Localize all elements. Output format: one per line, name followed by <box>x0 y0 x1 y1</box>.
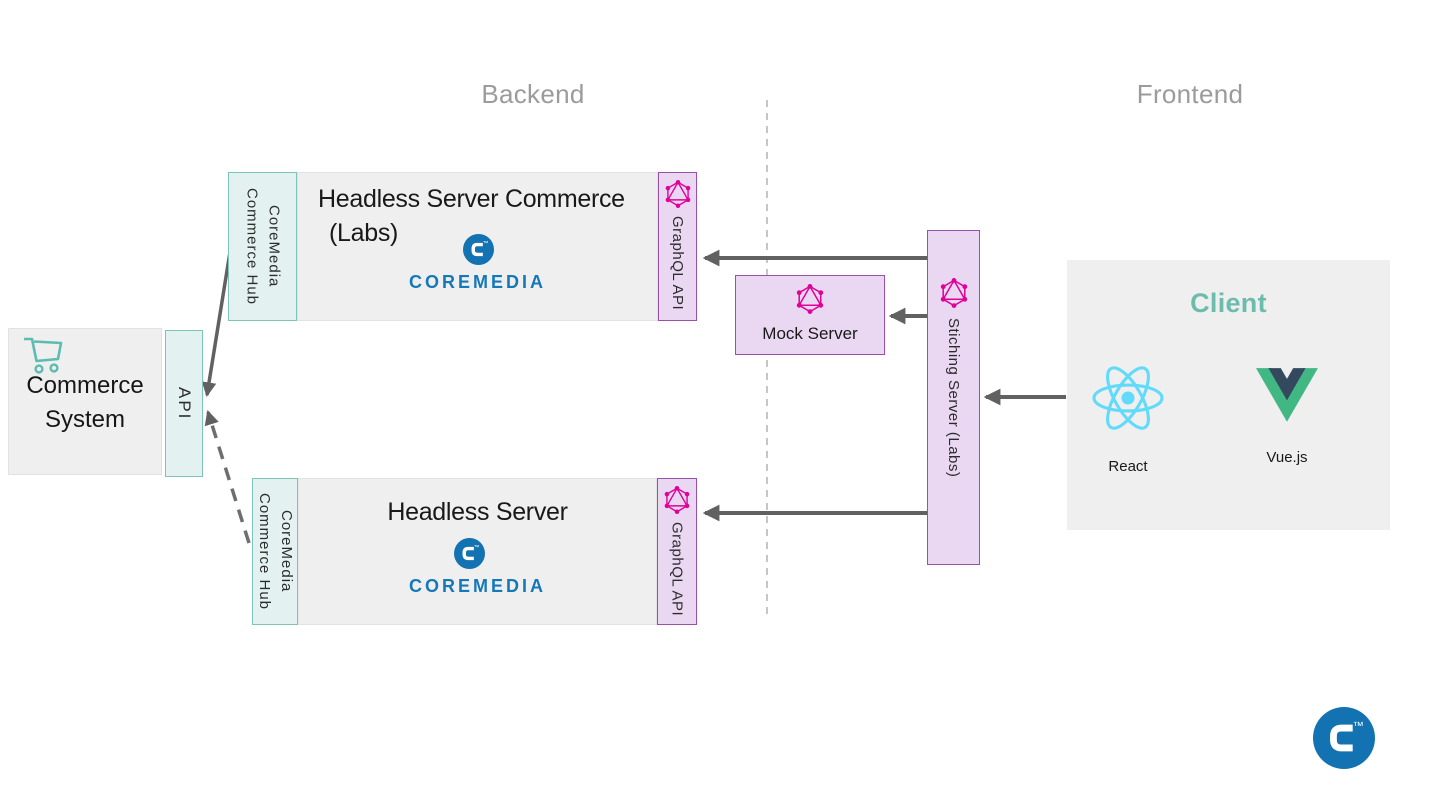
svg-text:™: ™ <box>483 241 489 247</box>
coremedia-wordmark: COREMEDIA <box>408 272 546 292</box>
title-line: Headless Server Commerce <box>318 185 625 213</box>
react-icon <box>1090 364 1166 437</box>
svg-text:™: ™ <box>474 545 480 551</box>
vuejs-icon <box>1256 368 1318 427</box>
graphql-icon <box>939 277 969 314</box>
backend-heading: Backend <box>481 79 585 109</box>
title-subtitle: (Labs) <box>329 219 399 248</box>
client-title: Client <box>1190 288 1267 318</box>
commerce-hub-label: CoreMedia Commerce Hub <box>256 492 295 611</box>
coremedia-logo-icon: ™ <box>463 234 494 270</box>
line-commerce-hub-top-to-api <box>201 251 232 398</box>
graphql-icon <box>663 485 691 520</box>
framework-vue: Vue.js <box>1249 368 1325 466</box>
commerce-api-tab: API <box>165 330 203 477</box>
graphql-icon <box>795 283 825 320</box>
graphql-icon <box>664 179 692 214</box>
stitching-server-tab: Stiching Server (Labs) <box>927 230 980 565</box>
graphql-api-tab-bottom: GraphQL API <box>657 478 697 625</box>
coremedia-logo-icon: ™ <box>454 538 485 574</box>
commerce-hub-tab-top: CoreMedia Commerce Hub <box>228 172 297 321</box>
dashed-line-commerce-hub-bottom-to-api <box>204 410 251 544</box>
react-label: React <box>1108 458 1148 475</box>
commerce-hub-label: CoreMedia Commerce Hub <box>243 187 283 306</box>
stitching-server-label: Stiching Server (Labs) <box>945 318 962 478</box>
commerce-system-name: Commerce System <box>26 372 144 433</box>
headless-server-box: Headless Server ™ COREMEDIA <box>298 478 657 625</box>
graphql-api-tab-top: GraphQL API <box>658 172 697 321</box>
framework-react: React <box>1086 364 1170 475</box>
commerce-system-box: Commerce System <box>8 328 162 475</box>
shopping-cart-icon <box>19 332 71 385</box>
vue-label: Vue.js <box>1266 449 1308 466</box>
coremedia-logo-icon: ™ <box>1313 707 1375 769</box>
graphql-api-label: GraphQL API <box>669 216 686 311</box>
headless-server-commerce-box: Headless Server Commerce (Labs) ™ COREME… <box>297 172 658 321</box>
commerce-hub-tab-bottom: CoreMedia Commerce Hub <box>252 478 298 625</box>
headless-server-commerce-title: Headless Server Commerce (Labs) <box>318 184 625 250</box>
coremedia-wordmark: COREMEDIA <box>408 576 546 596</box>
graphql-api-label: GraphQL API <box>668 522 686 617</box>
svg-text:™: ™ <box>1353 720 1364 732</box>
frontend-heading: Frontend <box>1136 79 1244 109</box>
client-box: Client <box>1067 260 1390 530</box>
mock-server-label: Mock Server <box>762 324 858 343</box>
commerce-api-label: API <box>175 386 194 421</box>
mock-server-box: Mock Server <box>735 275 885 355</box>
headless-server-title: Headless Server <box>387 498 568 526</box>
